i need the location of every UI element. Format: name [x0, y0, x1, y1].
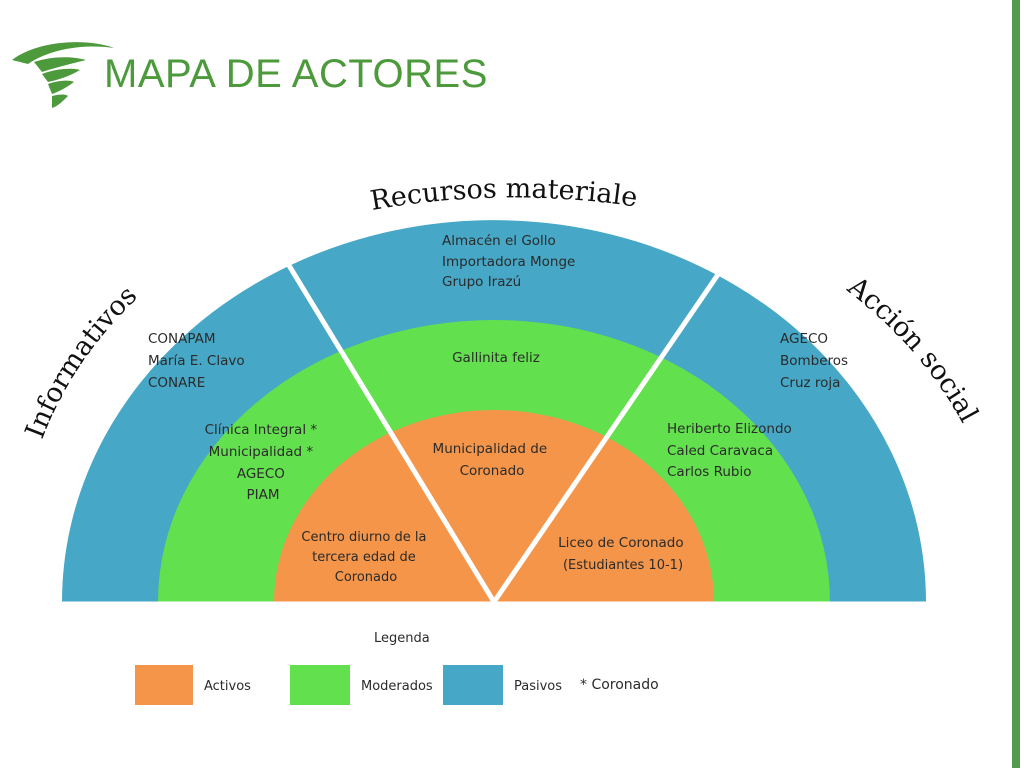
divider-right	[491, 252, 735, 604]
legend-swatch-pasivos	[443, 665, 503, 705]
legend-note: * Coronado	[580, 677, 659, 693]
segment-line: Almacén el Gollo	[442, 233, 556, 249]
legend-label-activos: Activos	[204, 679, 251, 694]
segment-outer-left: CONAPAM María E. Clavo CONARE	[148, 331, 249, 391]
segment-line: CONARE	[148, 375, 205, 391]
inner-ring-activos	[274, 410, 714, 602]
segment-middle-right: Heriberto Elizondo Caled Caravaca Carlos…	[667, 421, 796, 480]
segment-line: Caled Caravaca	[667, 443, 773, 459]
green-swirl-logo-icon	[12, 42, 114, 108]
segment-line: PIAM	[246, 487, 279, 503]
segment-line: Carlos Rubio	[667, 464, 752, 480]
legend-label-moderados: Moderados	[361, 679, 433, 694]
segment-line: Grupo Irazú	[442, 274, 521, 290]
segment-outer-mid: Almacén el Gollo Importadora Monge Grupo…	[442, 233, 580, 290]
arc-label-recursos-path: Recursos materiales	[0, 0, 639, 217]
segment-line: Centro diurno de la	[301, 530, 426, 545]
segment-inner-left: Centro diurno de la tercera edad de Coro…	[301, 530, 430, 585]
segment-middle-mid: Gallinita feliz	[452, 350, 540, 366]
segment-line: AGECO	[780, 331, 828, 347]
segment-line: Gallinita feliz	[452, 350, 540, 366]
slide-title: MAPA DE ACTORES	[104, 52, 488, 96]
segment-inner-mid: Municipalidad de Coronado	[433, 441, 552, 479]
segment-line: Liceo de Coronado	[558, 535, 684, 551]
segment-line: Municipalidad *	[209, 444, 314, 460]
segment-line: Bomberos	[780, 353, 848, 369]
arc-label-recursos: Recursos materiales	[0, 0, 639, 217]
side-accent-bar	[1008, 0, 1024, 768]
legend-label-pasivos: Pasivos	[514, 679, 562, 694]
segment-line: tercera edad de	[312, 550, 416, 565]
segment-line: Importadora Monge	[442, 254, 575, 270]
segment-line: CONAPAM	[148, 331, 216, 347]
segment-middle-left: Clínica Integral * Municipalidad * AGECO…	[205, 422, 322, 503]
legend-swatch-moderados	[290, 665, 350, 705]
legend-title: Legenda	[374, 631, 430, 646]
segment-line: AGECO	[237, 466, 285, 482]
segment-line: Clínica Integral *	[205, 422, 318, 438]
segment-line: María E. Clavo	[148, 353, 245, 369]
segment-line: Cruz roja	[780, 375, 840, 391]
legend-swatch-activos	[135, 665, 193, 705]
side-accent-stripe	[1012, 0, 1020, 768]
segment-inner-right: Liceo de Coronado (Estudiantes 10-1)	[558, 535, 688, 573]
segment-line: Municipalidad de	[433, 441, 548, 457]
segment-line: Heriberto Elizondo	[667, 421, 792, 437]
divider-left	[279, 252, 497, 604]
segment-line: (Estudiantes 10-1)	[563, 558, 683, 573]
segment-line: Coronado	[460, 463, 525, 479]
segment-outer-right: AGECO Bomberos Cruz roja	[780, 331, 852, 391]
segment-line: Coronado	[335, 570, 398, 585]
